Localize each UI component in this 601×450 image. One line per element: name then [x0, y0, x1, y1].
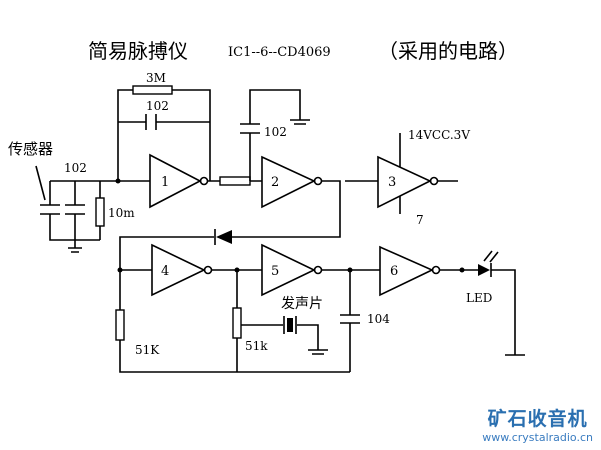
buzzer: 发声片 [281, 296, 323, 334]
svg-text:4: 4 [161, 264, 169, 279]
title-main: 简易脉搏仪 [88, 39, 188, 63]
diode [216, 230, 232, 244]
svg-text:6: 6 [390, 264, 398, 279]
label-10m: 10m [108, 206, 135, 220]
led: LED [466, 250, 525, 356]
gate-1: 1 [149, 153, 209, 209]
gate-2: 2 [261, 155, 323, 209]
svg-text:2: 2 [271, 175, 279, 190]
label-buzzer: 发声片 [281, 296, 323, 312]
gate-6: 6 [379, 245, 478, 297]
svg-text:5: 5 [271, 264, 279, 279]
coupling-resistor [219, 176, 251, 186]
label-104: 104 [367, 312, 390, 326]
capacitor-104: 104 [340, 270, 390, 372]
gate-5: 5 [261, 243, 380, 297]
label-102-feedback: 102 [146, 99, 169, 113]
label-vcc: 14VCC.3V [408, 128, 470, 142]
gate-3: 3 14VCC.3V 7 [345, 128, 470, 227]
label-sensor: 传感器 [8, 140, 53, 158]
label-51k-b: 51k [245, 339, 268, 353]
label-102-sensor: 102 [64, 161, 87, 175]
sensor-input: 传感器 102 10m [8, 140, 150, 253]
coupling-cap: 102 [240, 89, 310, 181]
gate-4: 4 [120, 243, 262, 297]
resistor-51k-b [232, 307, 242, 339]
svg-text:1: 1 [161, 175, 169, 190]
resistor-51k-a [115, 309, 125, 341]
label-102-coupling: 102 [264, 125, 287, 139]
label-51k-a: 51K [135, 343, 160, 357]
feedback-network: 3M 102 [117, 71, 211, 181]
resistor-3m [132, 85, 173, 95]
label-pin7: 7 [416, 213, 424, 227]
title-ic: IC1--6--CD4069 [228, 45, 331, 60]
watermark: 矿石收音机 www.crystalradio.cn [482, 408, 593, 444]
capacitor-102 [145, 114, 157, 130]
label-led: LED [466, 291, 492, 305]
title-note: （采用的电路） [378, 39, 518, 63]
resistor-10m [95, 197, 105, 227]
svg-text:3: 3 [388, 175, 396, 190]
label-3m: 3M [146, 71, 166, 85]
